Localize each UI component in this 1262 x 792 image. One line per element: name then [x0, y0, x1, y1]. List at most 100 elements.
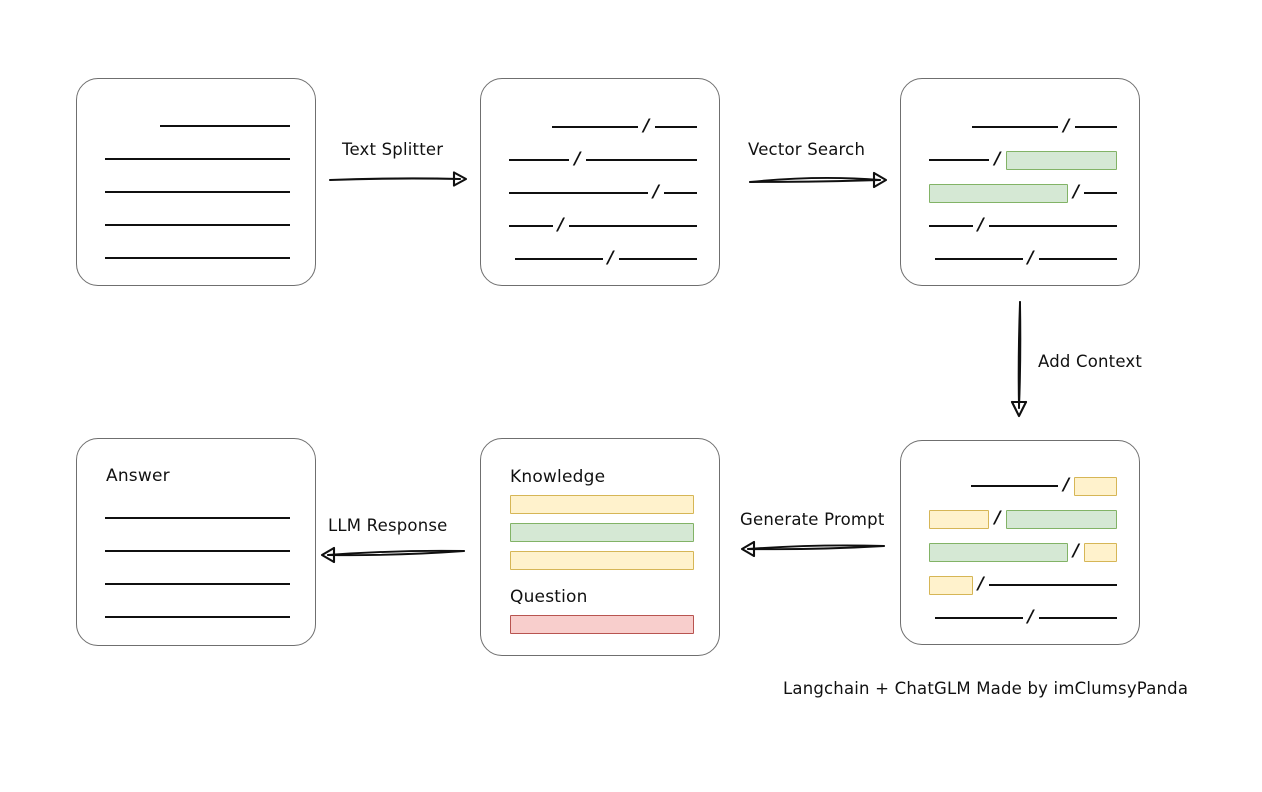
chunk-separator-slash: /	[994, 148, 1001, 169]
context-box: /////	[900, 440, 1140, 645]
answer-title: Answer	[106, 466, 170, 486]
highlighted-chunk-green	[1005, 509, 1117, 529]
chunk-separator-slash: /	[574, 148, 581, 169]
text-line-segment	[568, 225, 697, 227]
chunk-separator-slash: /	[1072, 540, 1080, 561]
arrow-generate-prompt-shaft	[740, 540, 885, 558]
text-line-row: /	[929, 606, 1117, 627]
text-line-segment	[551, 126, 639, 128]
chunk-separator-slash: /	[1063, 474, 1070, 495]
question-label: Question	[510, 587, 588, 607]
split-chunks-lines: / / / / /	[481, 79, 719, 285]
arrow-llm-response-shaft	[320, 546, 465, 564]
text-line-segment	[971, 126, 1059, 128]
text-line-row	[105, 185, 293, 199]
text-line-segment	[971, 485, 1059, 487]
text-line-row	[105, 544, 293, 558]
vector-search-results-box: / / / / /	[900, 78, 1140, 286]
text-line-segment	[934, 258, 1023, 260]
arrow-vector-search: Vector Search	[748, 140, 888, 190]
text-line-segment	[618, 258, 697, 260]
chunk-separator-slash: /	[1027, 247, 1034, 268]
text-line-row	[105, 610, 293, 624]
text-line-row	[105, 218, 293, 232]
highlighted-chunk-green	[1005, 150, 1117, 170]
chunk-separator-slash: /	[557, 214, 564, 235]
text-line-segment	[105, 616, 290, 618]
text-line-row: /	[509, 249, 697, 266]
text-line-segment	[509, 225, 553, 227]
chunk-separator-slash: /	[977, 214, 984, 235]
highlighted-chunk-yellow	[929, 575, 973, 595]
text-line-row: /	[929, 115, 1117, 136]
text-line-segment	[105, 158, 290, 160]
prompt-bar-red	[510, 615, 694, 634]
text-line-row: /	[509, 115, 697, 136]
source-document-box	[76, 78, 316, 286]
text-line-segment	[929, 159, 990, 161]
chunk-separator-slash: /	[643, 115, 650, 136]
split-chunks-box: / / / / /	[480, 78, 720, 286]
text-line-row: /	[929, 247, 1117, 268]
text-line-segment	[1038, 258, 1117, 260]
arrow-add-context-label: Add Context	[1038, 352, 1143, 371]
prompt-bar-yellow	[510, 495, 694, 514]
highlighted-chunk-green	[929, 183, 1068, 203]
text-line-segment	[105, 583, 290, 585]
highlighted-chunk-yellow	[1074, 476, 1117, 496]
text-line-row	[105, 511, 293, 525]
text-line-segment	[514, 258, 603, 260]
text-line-row	[105, 119, 293, 133]
arrow-vector-search-label: Vector Search	[748, 140, 866, 159]
text-line-segment	[988, 225, 1117, 227]
text-line-segment	[509, 159, 570, 161]
source-document-lines	[77, 79, 315, 285]
text-line-segment	[934, 617, 1023, 619]
arrow-llm-response-label: LLM Response	[328, 516, 448, 535]
text-line-segment	[105, 550, 290, 552]
text-line-row: /	[929, 540, 1117, 562]
chunk-separator-slash: /	[1027, 606, 1034, 627]
prompt-box: Knowledge Question	[480, 438, 720, 656]
question-bars	[481, 439, 719, 655]
arrow-generate-prompt-label: Generate Prompt	[740, 510, 885, 529]
text-line-row	[105, 152, 293, 166]
text-line-segment	[105, 224, 290, 226]
prompt-bar-yellow	[510, 551, 694, 570]
text-line-row: /	[929, 214, 1117, 235]
text-line-segment	[1074, 126, 1117, 128]
text-line-row: /	[929, 474, 1117, 496]
text-line-segment	[1038, 617, 1117, 619]
text-line-segment	[654, 126, 697, 128]
text-line-row	[105, 251, 293, 265]
arrow-add-context: Add Context	[1000, 300, 1160, 420]
text-line-segment	[664, 192, 697, 194]
highlighted-chunk-green	[929, 542, 1068, 562]
text-line-segment	[1084, 192, 1117, 194]
text-line-segment	[585, 159, 697, 161]
text-line-row: /	[509, 183, 697, 200]
text-line-row: /	[509, 214, 697, 235]
chunk-separator-slash: /	[1063, 115, 1070, 136]
text-line-segment	[160, 125, 290, 127]
prompt-bar-green	[510, 523, 694, 542]
chunk-separator-slash: /	[1072, 181, 1080, 202]
arrow-text-splitter: Text Splitter	[328, 140, 468, 190]
arrow-vector-search-shaft	[749, 171, 888, 189]
text-line-segment	[105, 257, 290, 259]
arrow-generate-prompt: Generate Prompt	[740, 510, 890, 560]
arrow-llm-response: LLM Response	[320, 516, 470, 566]
credit-text: Langchain + ChatGLM Made by imClumsyPand…	[783, 679, 1189, 698]
text-line-segment	[105, 191, 290, 193]
text-line-row: /	[929, 181, 1117, 203]
text-line-row: /	[929, 148, 1117, 170]
arrow-text-splitter-label: Text Splitter	[342, 140, 444, 159]
vector-search-results-lines: / / / / /	[901, 79, 1139, 285]
text-line-row	[105, 577, 293, 591]
arrow-add-context-shaft	[1010, 301, 1028, 418]
text-line-row: /	[509, 148, 697, 169]
highlighted-chunk-yellow	[1084, 542, 1117, 562]
answer-box: Answer	[76, 438, 316, 646]
highlighted-chunk-yellow	[929, 509, 990, 529]
